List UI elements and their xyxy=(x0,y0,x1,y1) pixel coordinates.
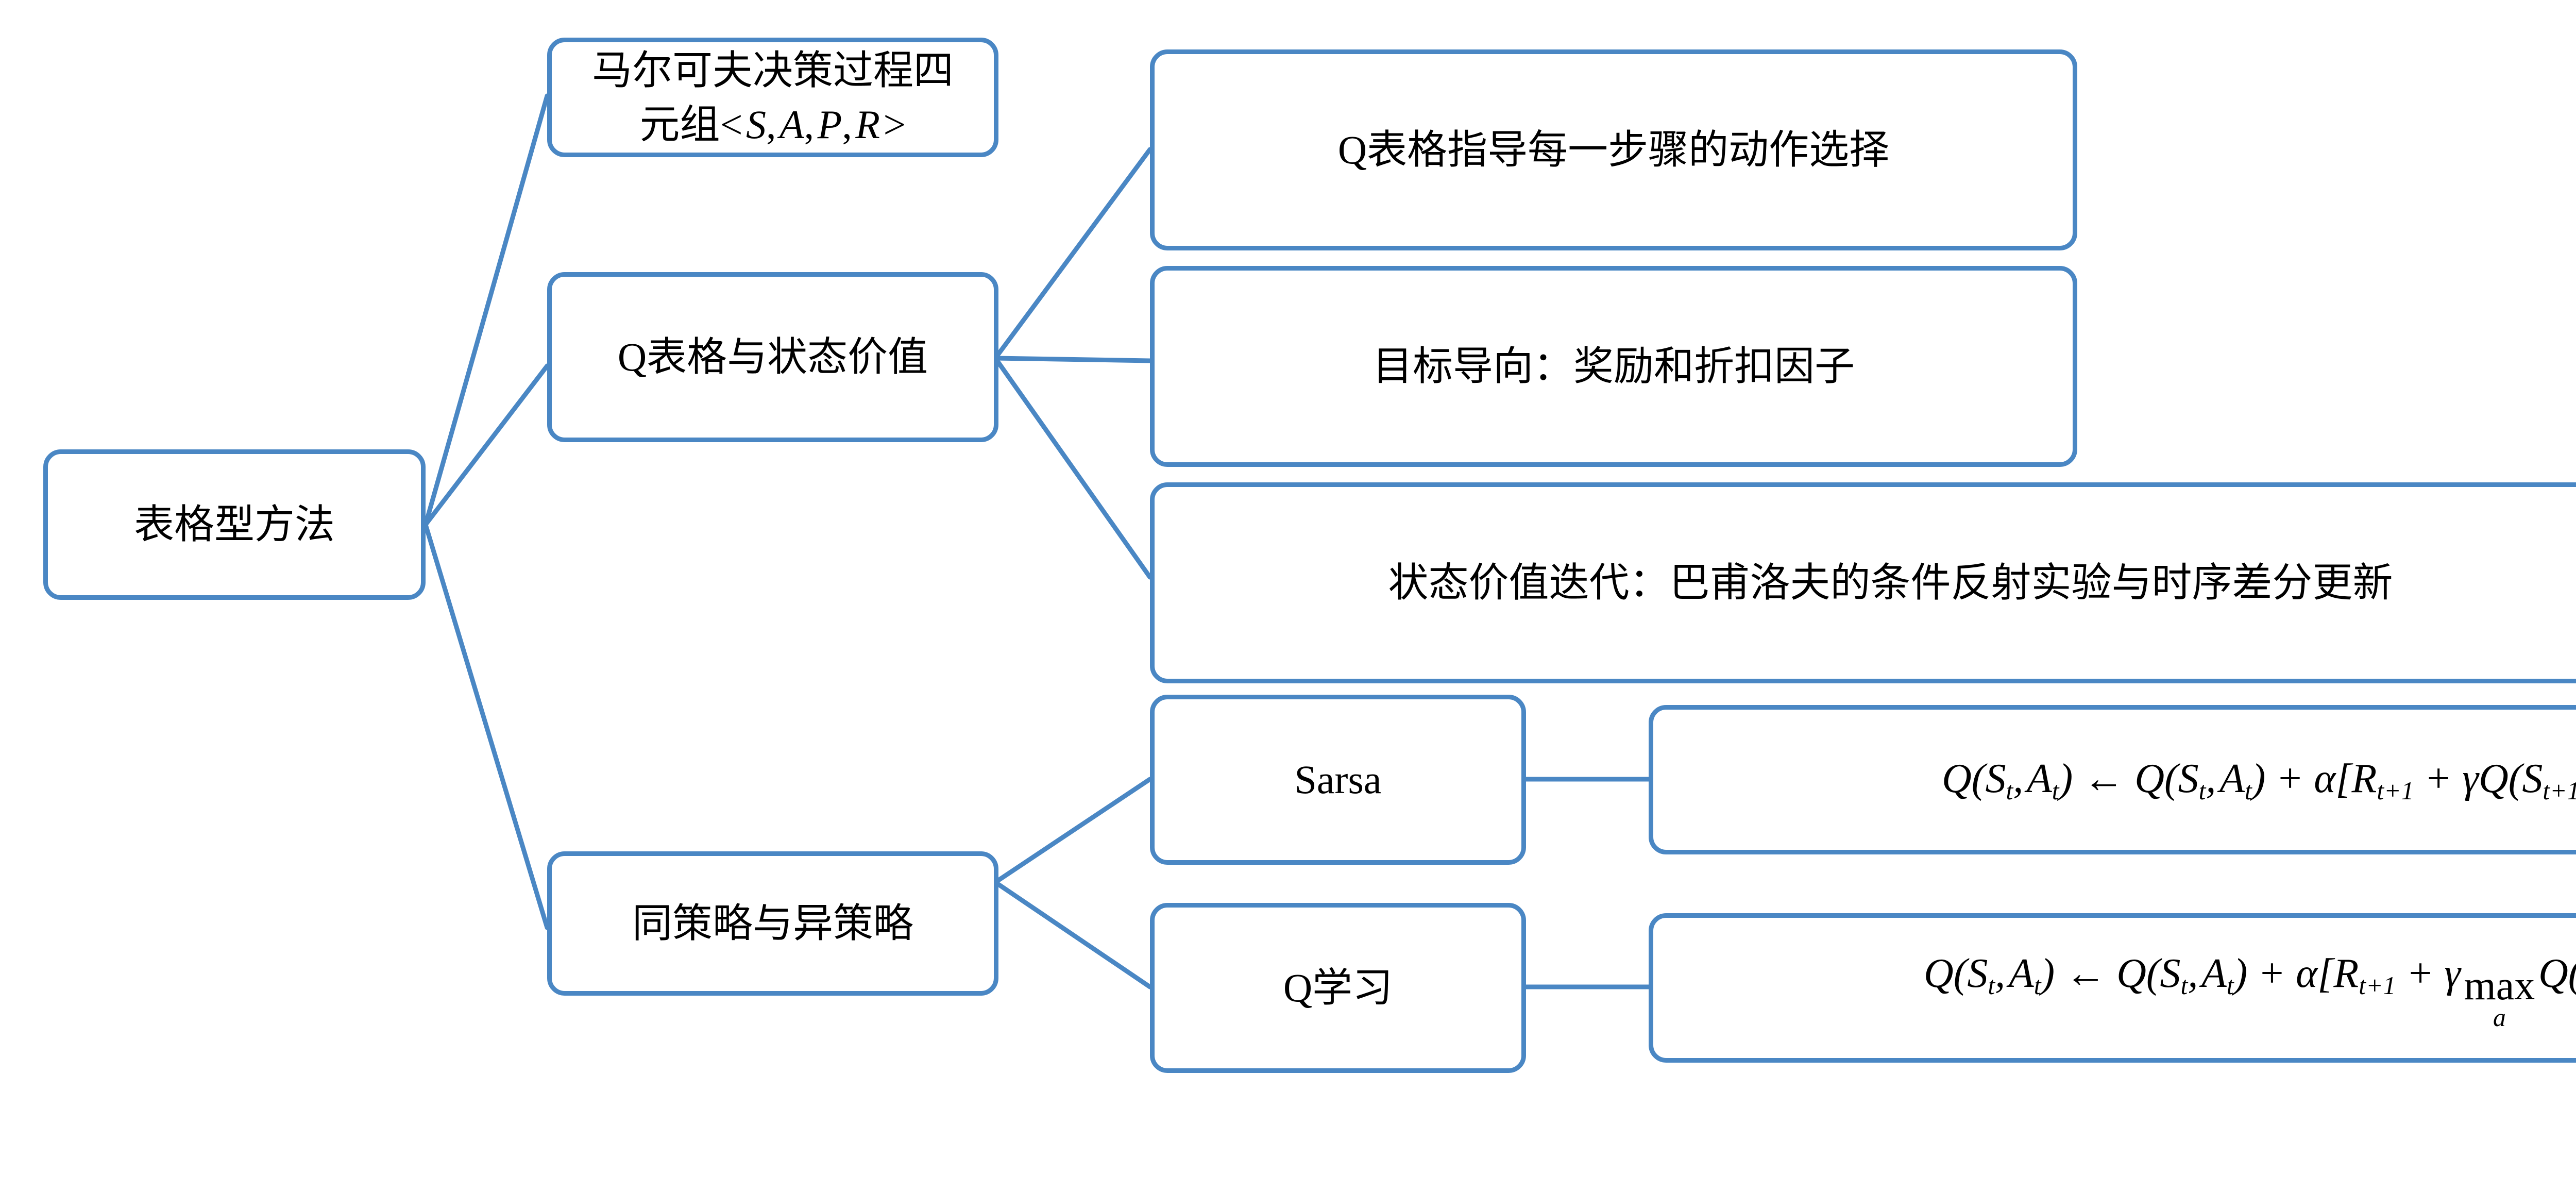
connector-policy-to-sarsa xyxy=(993,777,1153,885)
node-sarsa[interactable]: Sarsa xyxy=(1150,695,1526,865)
connector-policy-to-qlearn xyxy=(993,880,1153,989)
connector-root-to-mdp xyxy=(423,93,550,527)
node-root-label: 表格型方法 xyxy=(133,502,335,547)
node-policy[interactable]: 同策略与异策略 xyxy=(547,851,998,996)
node-q3-label: 状态价值迭代：巴甫洛夫的条件反射实验与时序差分更新 xyxy=(1388,560,2393,606)
node-root[interactable]: 表格型方法 xyxy=(43,449,426,600)
node-q2[interactable]: 目标导向：奖励和折扣因子 xyxy=(1150,266,2077,467)
connector-qtable-to-q2 xyxy=(993,356,1153,363)
connector-qtable-to-q1 xyxy=(993,147,1153,361)
node-q1-label: Q表格指导每一步骤的动作选择 xyxy=(1337,127,1890,173)
node-mdp[interactable]: 马尔可夫决策过程四元组< S, A, P, R > xyxy=(547,38,998,157)
node-qlearn-label: Q学习 xyxy=(1283,965,1393,1011)
connector-qtable-to-q3 xyxy=(993,356,1153,580)
connector-root-to-qtable xyxy=(423,363,550,527)
node-q3[interactable]: 状态价值迭代：巴甫洛夫的条件反射实验与时序差分更新 xyxy=(1150,482,2576,683)
connector-root-to-policy xyxy=(423,522,550,930)
node-sarsa-formula[interactable]: Q(St, At) ← Q(St, At) + α[Rt+1 + γQ(St+1… xyxy=(1649,705,2576,854)
node-mdp-label: 马尔可夫决策过程四元组< S, A, P, R > xyxy=(591,47,954,147)
node-qtable-label: Q表格与状态价值 xyxy=(617,334,928,380)
node-qtable[interactable]: Q表格与状态价值 xyxy=(547,272,998,442)
sarsa-formula-math: Q(St, At) ← Q(St, At) + α[Rt+1 + γQ(St+1… xyxy=(1942,756,2576,805)
node-qlearn[interactable]: Q学习 xyxy=(1150,903,1526,1073)
node-q2-label: 目标导向：奖励和折扣因子 xyxy=(1372,344,1855,389)
node-policy-label: 同策略与异策略 xyxy=(632,901,913,946)
node-sarsa-label: Sarsa xyxy=(1294,757,1382,802)
node-q1[interactable]: Q表格指导每一步骤的动作选择 xyxy=(1150,49,2077,250)
